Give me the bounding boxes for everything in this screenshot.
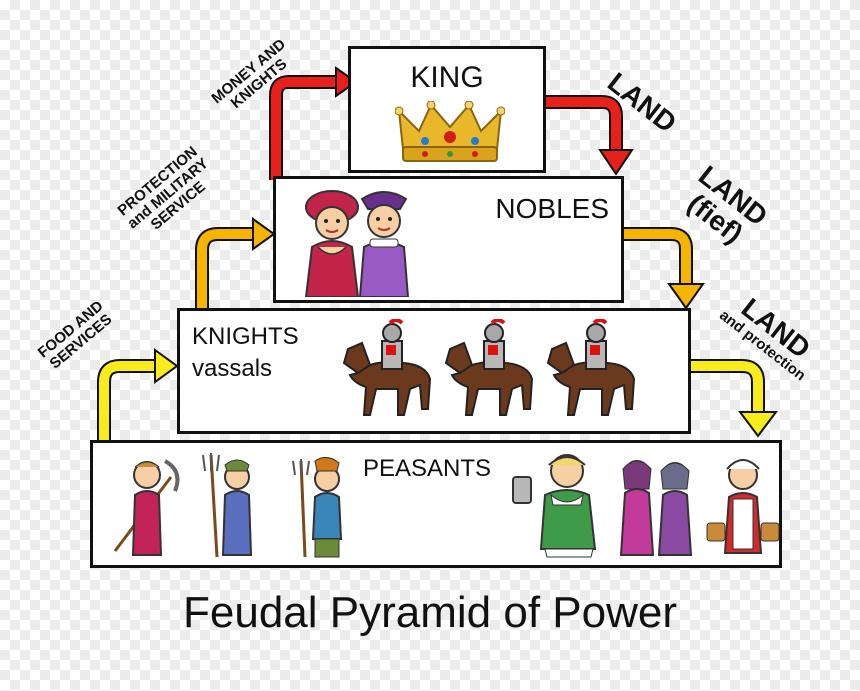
- money-arrow: [269, 75, 340, 180]
- nobles-couple-icon: [304, 190, 410, 297]
- peasant-women-icon: [619, 460, 693, 556]
- knights-sublabel: vassals: [192, 355, 273, 382]
- milkmaid-icon: [706, 459, 780, 554]
- protection-arrow: [195, 227, 256, 312]
- peasant-scythe-icon: [113, 459, 180, 556]
- nobles-box: NOBLES: [273, 176, 624, 303]
- peasants-label: PEASANTS: [363, 455, 492, 482]
- knight-on-horse-icon: [342, 319, 432, 416]
- land-arrow-orange: [624, 227, 693, 286]
- peasant-woman-tankard-icon: [512, 454, 597, 558]
- diagram-title: Feudal Pyramid of Power: [183, 588, 677, 637]
- knights-label: KNIGHTS: [192, 323, 299, 350]
- king-box: KING: [348, 46, 546, 173]
- crown-icon: [395, 101, 505, 162]
- food-arrow: [97, 359, 158, 440]
- peasants-box: PEASANTS: [90, 440, 782, 568]
- peasant-pitchfork-icon: [292, 457, 343, 558]
- land-arrow-red: [544, 95, 623, 152]
- peasant-pitchfork-icon: [202, 453, 253, 558]
- knights-box: KNIGHTS vassals: [177, 308, 691, 434]
- land-arrow-yellow: [690, 359, 765, 414]
- king-label: KING: [410, 61, 484, 94]
- knight-on-horse-icon: [546, 319, 636, 416]
- nobles-label: NOBLES: [495, 193, 609, 224]
- knight-on-horse-icon: [444, 319, 534, 416]
